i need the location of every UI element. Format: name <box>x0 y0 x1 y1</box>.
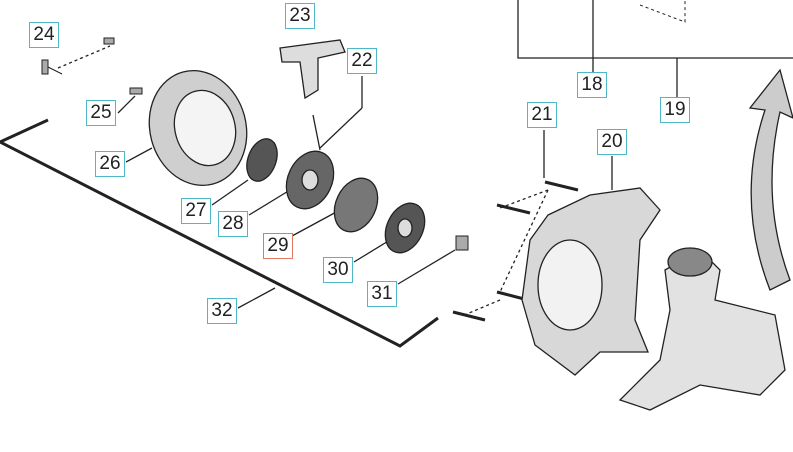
part-label-21[interactable]: 21 <box>527 102 557 128</box>
part-label-20[interactable]: 20 <box>597 129 627 155</box>
starter-handle <box>279 39 346 100</box>
part-label-27[interactable]: 27 <box>181 198 211 224</box>
part-label-25[interactable]: 25 <box>86 100 116 126</box>
part-label-31[interactable]: 31 <box>367 281 397 307</box>
part-label-26[interactable]: 26 <box>95 151 125 177</box>
inset-frame <box>517 0 793 59</box>
part-label-30[interactable]: 30 <box>323 257 353 283</box>
part-label-22[interactable]: 22 <box>347 48 377 74</box>
starter-rope <box>0 118 439 348</box>
rotation-arrow <box>748 68 793 291</box>
part-label-29[interactable]: 29 <box>263 233 293 259</box>
part-label-19[interactable]: 19 <box>660 97 690 123</box>
spring <box>333 177 379 233</box>
part-label-23[interactable]: 23 <box>285 3 315 29</box>
fuel-tank <box>618 249 786 411</box>
part-label-28[interactable]: 28 <box>218 211 248 237</box>
part-label-18[interactable]: 18 <box>577 72 607 98</box>
part-label-24[interactable]: 24 <box>29 22 59 48</box>
part-label-32[interactable]: 32 <box>207 298 237 324</box>
